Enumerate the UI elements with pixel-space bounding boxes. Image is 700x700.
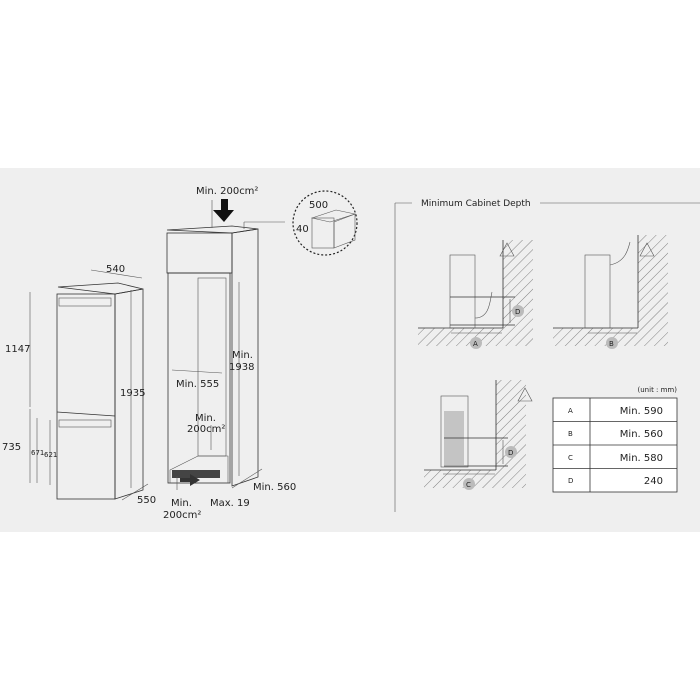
marker-d-1: D (512, 305, 524, 317)
table-row: D 240 (568, 476, 663, 487)
fridge-upper-height-label: 1147 (5, 344, 30, 355)
bottom-vent-label-1: Min. (171, 498, 192, 509)
inner-height-label-1: Min. (232, 350, 253, 361)
marker-b: B (606, 337, 618, 349)
marker-c: C (463, 478, 475, 490)
svg-text:A: A (473, 340, 478, 348)
table-row: B Min. 560 (568, 429, 663, 440)
fridge-width-label: 540 (106, 264, 125, 275)
marker-a: A (470, 337, 482, 349)
svg-text:Min. 580: Min. 580 (620, 453, 663, 464)
inner-width-label: Min. 555 (176, 379, 219, 390)
svg-text:B: B (609, 340, 614, 348)
bottom-vent-label-2: 200cm² (163, 510, 201, 521)
svg-text:B: B (568, 430, 573, 438)
svg-text:Min. 590: Min. 590 (620, 406, 663, 417)
marker-d-2: D (505, 446, 517, 458)
depth-panel-frame (394, 202, 700, 512)
cabinet-drawing (166, 190, 358, 490)
svg-text:D: D (508, 449, 513, 457)
scene-a (418, 240, 533, 346)
svg-text:C: C (568, 454, 573, 462)
svg-text:D: D (568, 477, 573, 485)
unit-label: (unit : mm) (638, 386, 678, 394)
depth-table (552, 397, 678, 493)
fridge-total-height-label: 1935 (120, 388, 145, 399)
svg-text:D: D (515, 308, 520, 316)
inner-height-label-2: 1938 (229, 362, 254, 373)
detail-depth-label: 40 (296, 224, 309, 235)
cabinet-depth-label: Min. 560 (253, 482, 296, 493)
detail-width-label: 500 (309, 200, 328, 211)
fridge-drawing (29, 269, 149, 501)
top-vent-label: Min. 200cm² (196, 186, 258, 197)
scene-b (553, 235, 668, 346)
table-row: C Min. 580 (568, 453, 663, 464)
rear-vent-label-2: 200cm² (187, 424, 225, 435)
scene-c (424, 380, 533, 488)
fridge-lower-height-label: 735 (2, 442, 21, 453)
svg-text:A: A (568, 407, 573, 415)
fridge-depth-label: 550 (137, 495, 156, 506)
fridge-621-label: 621 (44, 451, 57, 459)
svg-text:240: 240 (644, 476, 663, 487)
fridge-671-label: 671 (31, 449, 44, 457)
rear-vent-label-1: Min. (195, 413, 216, 424)
svg-text:C: C (466, 481, 471, 489)
svg-text:Min. 560: Min. 560 (620, 429, 663, 440)
depth-panel-title: Minimum Cabinet Depth (421, 199, 531, 209)
plinth-label: Max. 19 (210, 498, 250, 509)
table-row: A Min. 590 (568, 406, 663, 417)
